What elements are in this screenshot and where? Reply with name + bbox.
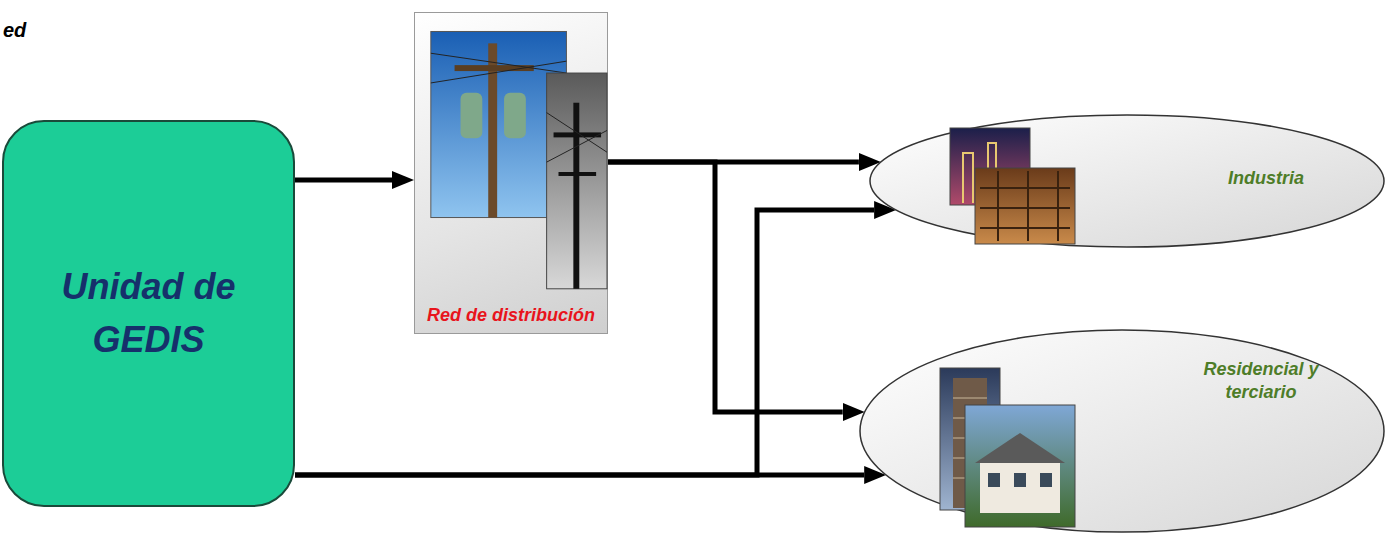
node-label: Residencial y terciario (1198, 358, 1324, 403)
flow-arrow (295, 178, 392, 183)
shape-art (415, 13, 607, 333)
unit-box: Unidad de GEDIS (2, 120, 295, 507)
flow-arrow (608, 162, 843, 412)
sector-ellipse: Industria (868, 113, 1386, 249)
ellipse-outline (860, 330, 1384, 532)
shape-art (858, 328, 1386, 534)
shape-art (868, 113, 1386, 249)
node-label: Industria (1228, 168, 1304, 190)
photo (940, 368, 1075, 527)
node-label: Red de distribución (427, 305, 595, 327)
fragment-label: ed (3, 19, 26, 42)
sector-ellipse: Residencial y terciario (858, 328, 1386, 534)
photo (431, 31, 607, 288)
photo (950, 128, 1075, 244)
node-label: Unidad de GEDIS (24, 261, 273, 365)
ellipse-outline (870, 115, 1384, 247)
network-box: Red de distribución (414, 12, 608, 334)
